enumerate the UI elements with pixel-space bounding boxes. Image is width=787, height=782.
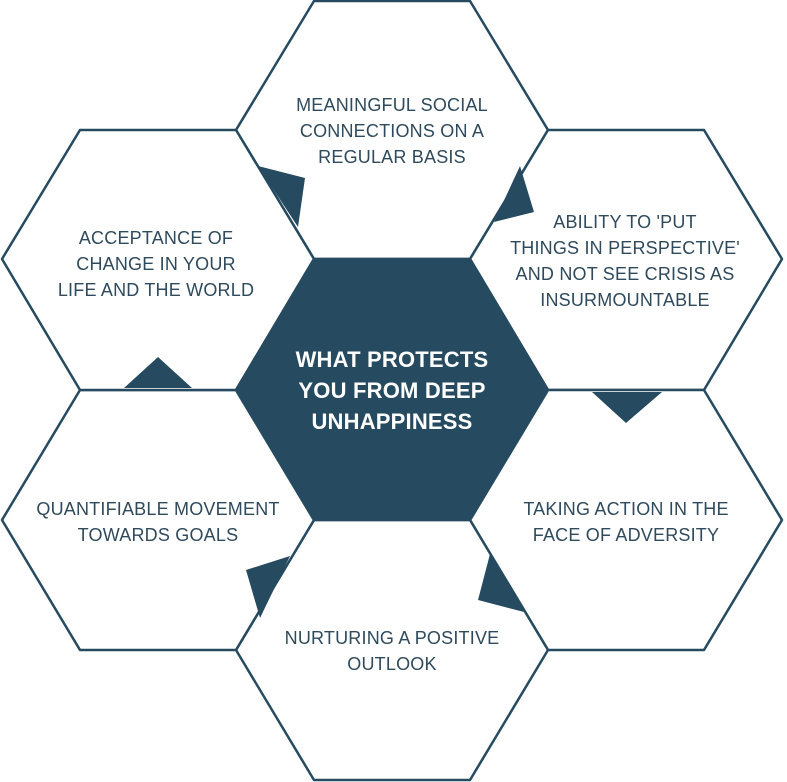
pointer-triangle-right-upper [592, 392, 662, 423]
center-title-line: WHAT PROTECTS [295, 346, 489, 372]
label-taking-action: TAKING ACTION IN THE FACE OF ADVERSITY [496, 494, 756, 550]
pointer-triangle-top-left [258, 166, 305, 227]
label-line: INSURMOUNTABLE [540, 290, 710, 310]
label-line: OUTLOOK [347, 654, 437, 674]
label-line: QUANTIFIABLE MOVEMENT [36, 499, 280, 519]
label-positive-outlook: NURTURING A POSITIVE OUTLOOK [262, 623, 522, 679]
label-line: CHANGE IN YOUR [76, 254, 236, 274]
label-acceptance: ACCEPTANCE OF CHANGE IN YOUR LIFE AND TH… [24, 222, 288, 306]
label-line: REGULAR BASIS [318, 147, 466, 167]
label-line: ACCEPTANCE OF [78, 228, 234, 248]
label-line: TOWARDS GOALS [77, 525, 239, 545]
label-line: THINGS IN PERSPECTIVE' [510, 238, 740, 258]
label-perspective: ABILITY TO 'PUT THINGS IN PERSPECTIVE' A… [490, 206, 760, 316]
label-line: AND NOT SEE CRISIS AS [515, 264, 735, 284]
label-line: LIFE AND THE WORLD [57, 280, 255, 300]
pointer-triangle-bottom-left [246, 556, 290, 618]
hexagon-center [234, 257, 550, 522]
pointer-triangle-top-right [494, 166, 534, 222]
center-title: WHAT PROTECTS YOU FROM DEEP UNHAPPINESS [260, 335, 524, 445]
label-line: CONNECTIONS ON A [299, 121, 485, 141]
label-social-connections: MEANINGFUL SOCIAL CONNECTIONS ON A REGUL… [262, 88, 522, 174]
label-line: MEANINGFUL SOCIAL [296, 95, 488, 115]
label-line: ABILITY TO 'PUT [553, 212, 697, 232]
label-line: NURTURING A POSITIVE [284, 628, 500, 648]
label-quantifiable-movement: QUANTIFIABLE MOVEMENT TOWARDS GOALS [20, 494, 296, 550]
center-title-line: UNHAPPINESS [311, 408, 473, 434]
center-title-line: YOU FROM DEEP [298, 377, 486, 403]
pointer-triangle-left [124, 357, 192, 388]
pointer-triangle-right-lower [478, 554, 524, 612]
label-line: FACE OF ADVERSITY [532, 525, 720, 545]
label-line: TAKING ACTION IN THE [523, 499, 729, 519]
